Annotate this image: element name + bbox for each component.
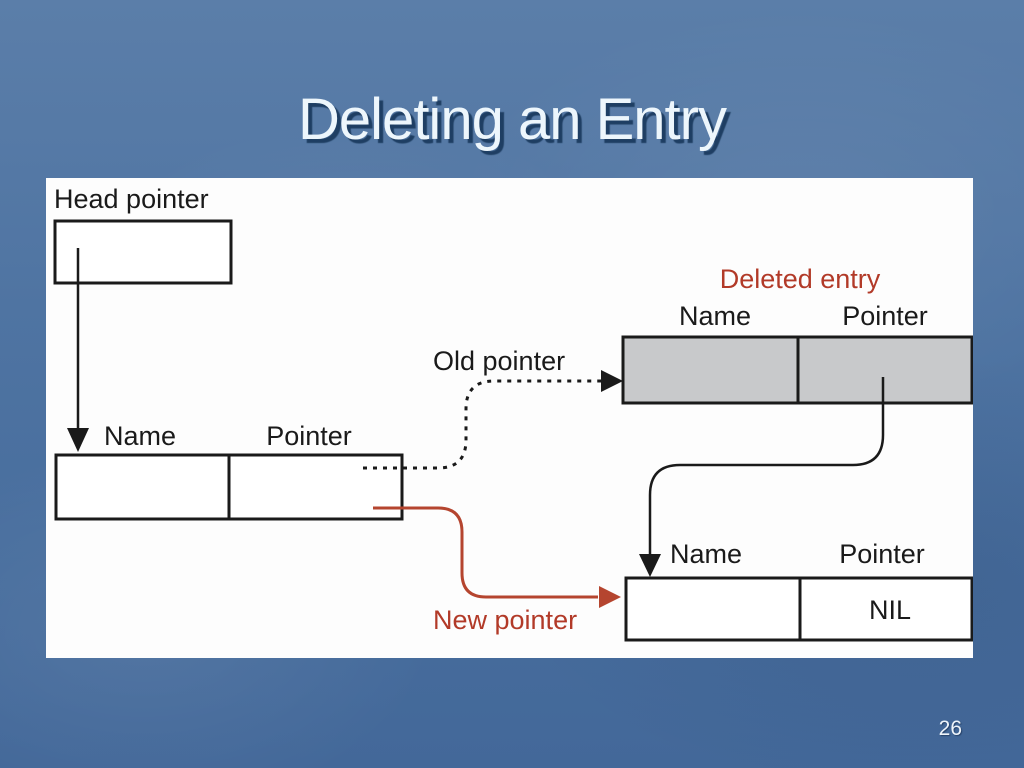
new-pointer-label: New pointer [433, 605, 577, 635]
arrow-down-icon [67, 428, 89, 452]
new-pointer-wire [373, 506, 598, 599]
deleted-node-pointer-header: Pointer [842, 301, 928, 331]
diagram-panel: Head pointer Name Pointer Old pointer De… [46, 178, 974, 658]
next-node-pointer-header: Pointer [839, 539, 925, 569]
old-pointer-label: Old pointer [433, 346, 565, 376]
arrow-right-red-icon [599, 586, 621, 608]
current-node-name-header: Name [104, 421, 176, 451]
current-node-pointer-header: Pointer [266, 421, 352, 451]
next-node-pointer-value: NIL [869, 595, 911, 625]
slide-title: Deleting an Entry [298, 87, 727, 152]
linked-list-diagram: Head pointer Name Pointer Old pointer De… [53, 184, 974, 642]
arrow-right-icon [601, 370, 623, 392]
deleted-to-next-wire [648, 377, 885, 555]
page-number: 26 [938, 717, 962, 740]
arrow-down-icon [639, 554, 661, 577]
head-pointer-box [53, 219, 233, 285]
next-node-name-header: Name [670, 539, 742, 569]
deleted-entry-label: Deleted entry [720, 264, 881, 294]
deleted-node-name-header: Name [679, 301, 751, 331]
head-pointer-label: Head pointer [54, 184, 209, 214]
